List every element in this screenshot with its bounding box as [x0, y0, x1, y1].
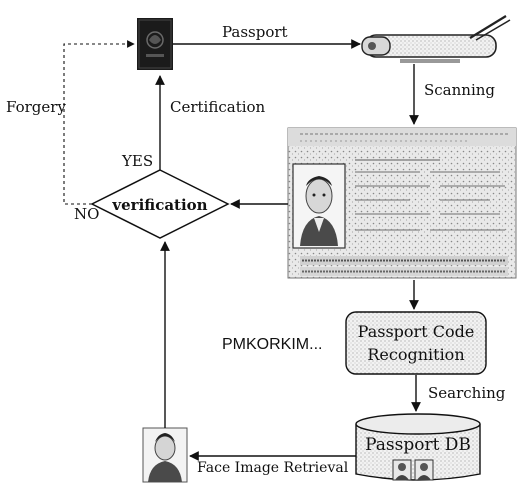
scanned-passport-image	[287, 127, 517, 279]
code-recognition-line2: Recognition	[367, 345, 464, 364]
no-label: NO	[74, 205, 99, 223]
passport-db-label: Passport DB	[365, 435, 471, 455]
passport-db-cylinder	[355, 413, 481, 481]
scanning-label: Scanning	[424, 81, 495, 99]
flow-arrows	[63, 39, 421, 461]
passport-booklet-icon	[137, 18, 173, 70]
forgery-label: Forgery	[6, 98, 66, 116]
verification-diamond	[90, 169, 230, 239]
code-recognition-line1: Passport Code	[358, 322, 475, 341]
retrieved-face-image	[142, 427, 188, 483]
certification-label: Certification	[170, 98, 266, 116]
face-retrieval-label: Face Image Retrieval	[197, 460, 349, 476]
searching-label: Searching	[428, 384, 506, 402]
scanner-icon	[361, 15, 511, 63]
verification-label: verification	[111, 196, 207, 214]
code-recognition-box	[345, 311, 487, 375]
pmk-code-label: PMKORKIM...	[222, 336, 322, 353]
passport-label: Passport	[222, 23, 288, 41]
yes-label: YES	[121, 152, 153, 170]
